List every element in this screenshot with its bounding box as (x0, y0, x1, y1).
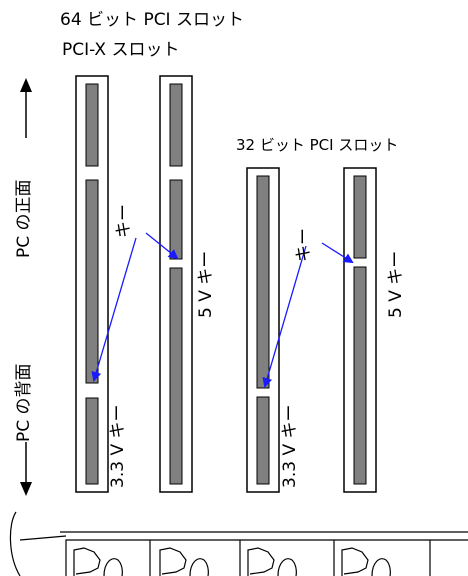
label-5v-key-right: 5 V キー (386, 250, 406, 318)
label-33v-key-right: 3.3 V キー (280, 404, 300, 488)
slot-32bit-5v (343, 167, 377, 493)
label-pc-front: PC の正面 (14, 179, 34, 258)
rear-bracket (9, 511, 468, 576)
slot-pcix-segment-mid (169, 179, 183, 260)
arrow-key-64bit (91, 237, 137, 382)
label-64bit-pci-slot: 64 ビット PCI スロット (60, 10, 244, 30)
slot-32bit-33v-segment-key (256, 396, 270, 485)
label-33v-key-left: 3.3 V キー (108, 404, 128, 488)
key-arrows (91, 232, 354, 388)
bracket-tab-4 (341, 540, 431, 576)
slot-pcix-segment-bottom (169, 267, 183, 485)
slot-32bit-5v-segment-main (353, 266, 367, 485)
slot-32bit-33v (246, 167, 280, 493)
arrow-key-32bit-33v (262, 245, 307, 388)
slot-64bit-segment-top (85, 83, 99, 167)
slot-64bit-segment-bottom (85, 397, 99, 485)
slot-64bit-pci (75, 75, 109, 493)
bracket-tab-2 (159, 540, 241, 576)
slot-64bit-segment-mid (85, 179, 99, 384)
slot-pcix (159, 75, 193, 493)
arrow-key-32bit-5v (321, 242, 354, 264)
label-5v-key-left: 5 V キー (196, 250, 216, 318)
label-32bit-pci-slot: 32 ビット PCI スロット (236, 136, 399, 154)
arrow-key-pcix (145, 232, 179, 260)
label-pcix-slot: PCI-X スロット (62, 40, 180, 60)
label-pc-back: PC の背面 (14, 363, 34, 442)
label-key-left: キー (114, 204, 134, 238)
slot-pcix-segment-top (169, 83, 183, 167)
slot-32bit-5v-segment-key (353, 175, 367, 259)
bracket-tab-3 (247, 540, 335, 576)
bracket-tab-1 (73, 540, 151, 576)
slot-32bit-33v-segment-main (256, 175, 270, 389)
label-key-right: キー (294, 228, 314, 262)
front-back-arrow (20, 78, 32, 496)
